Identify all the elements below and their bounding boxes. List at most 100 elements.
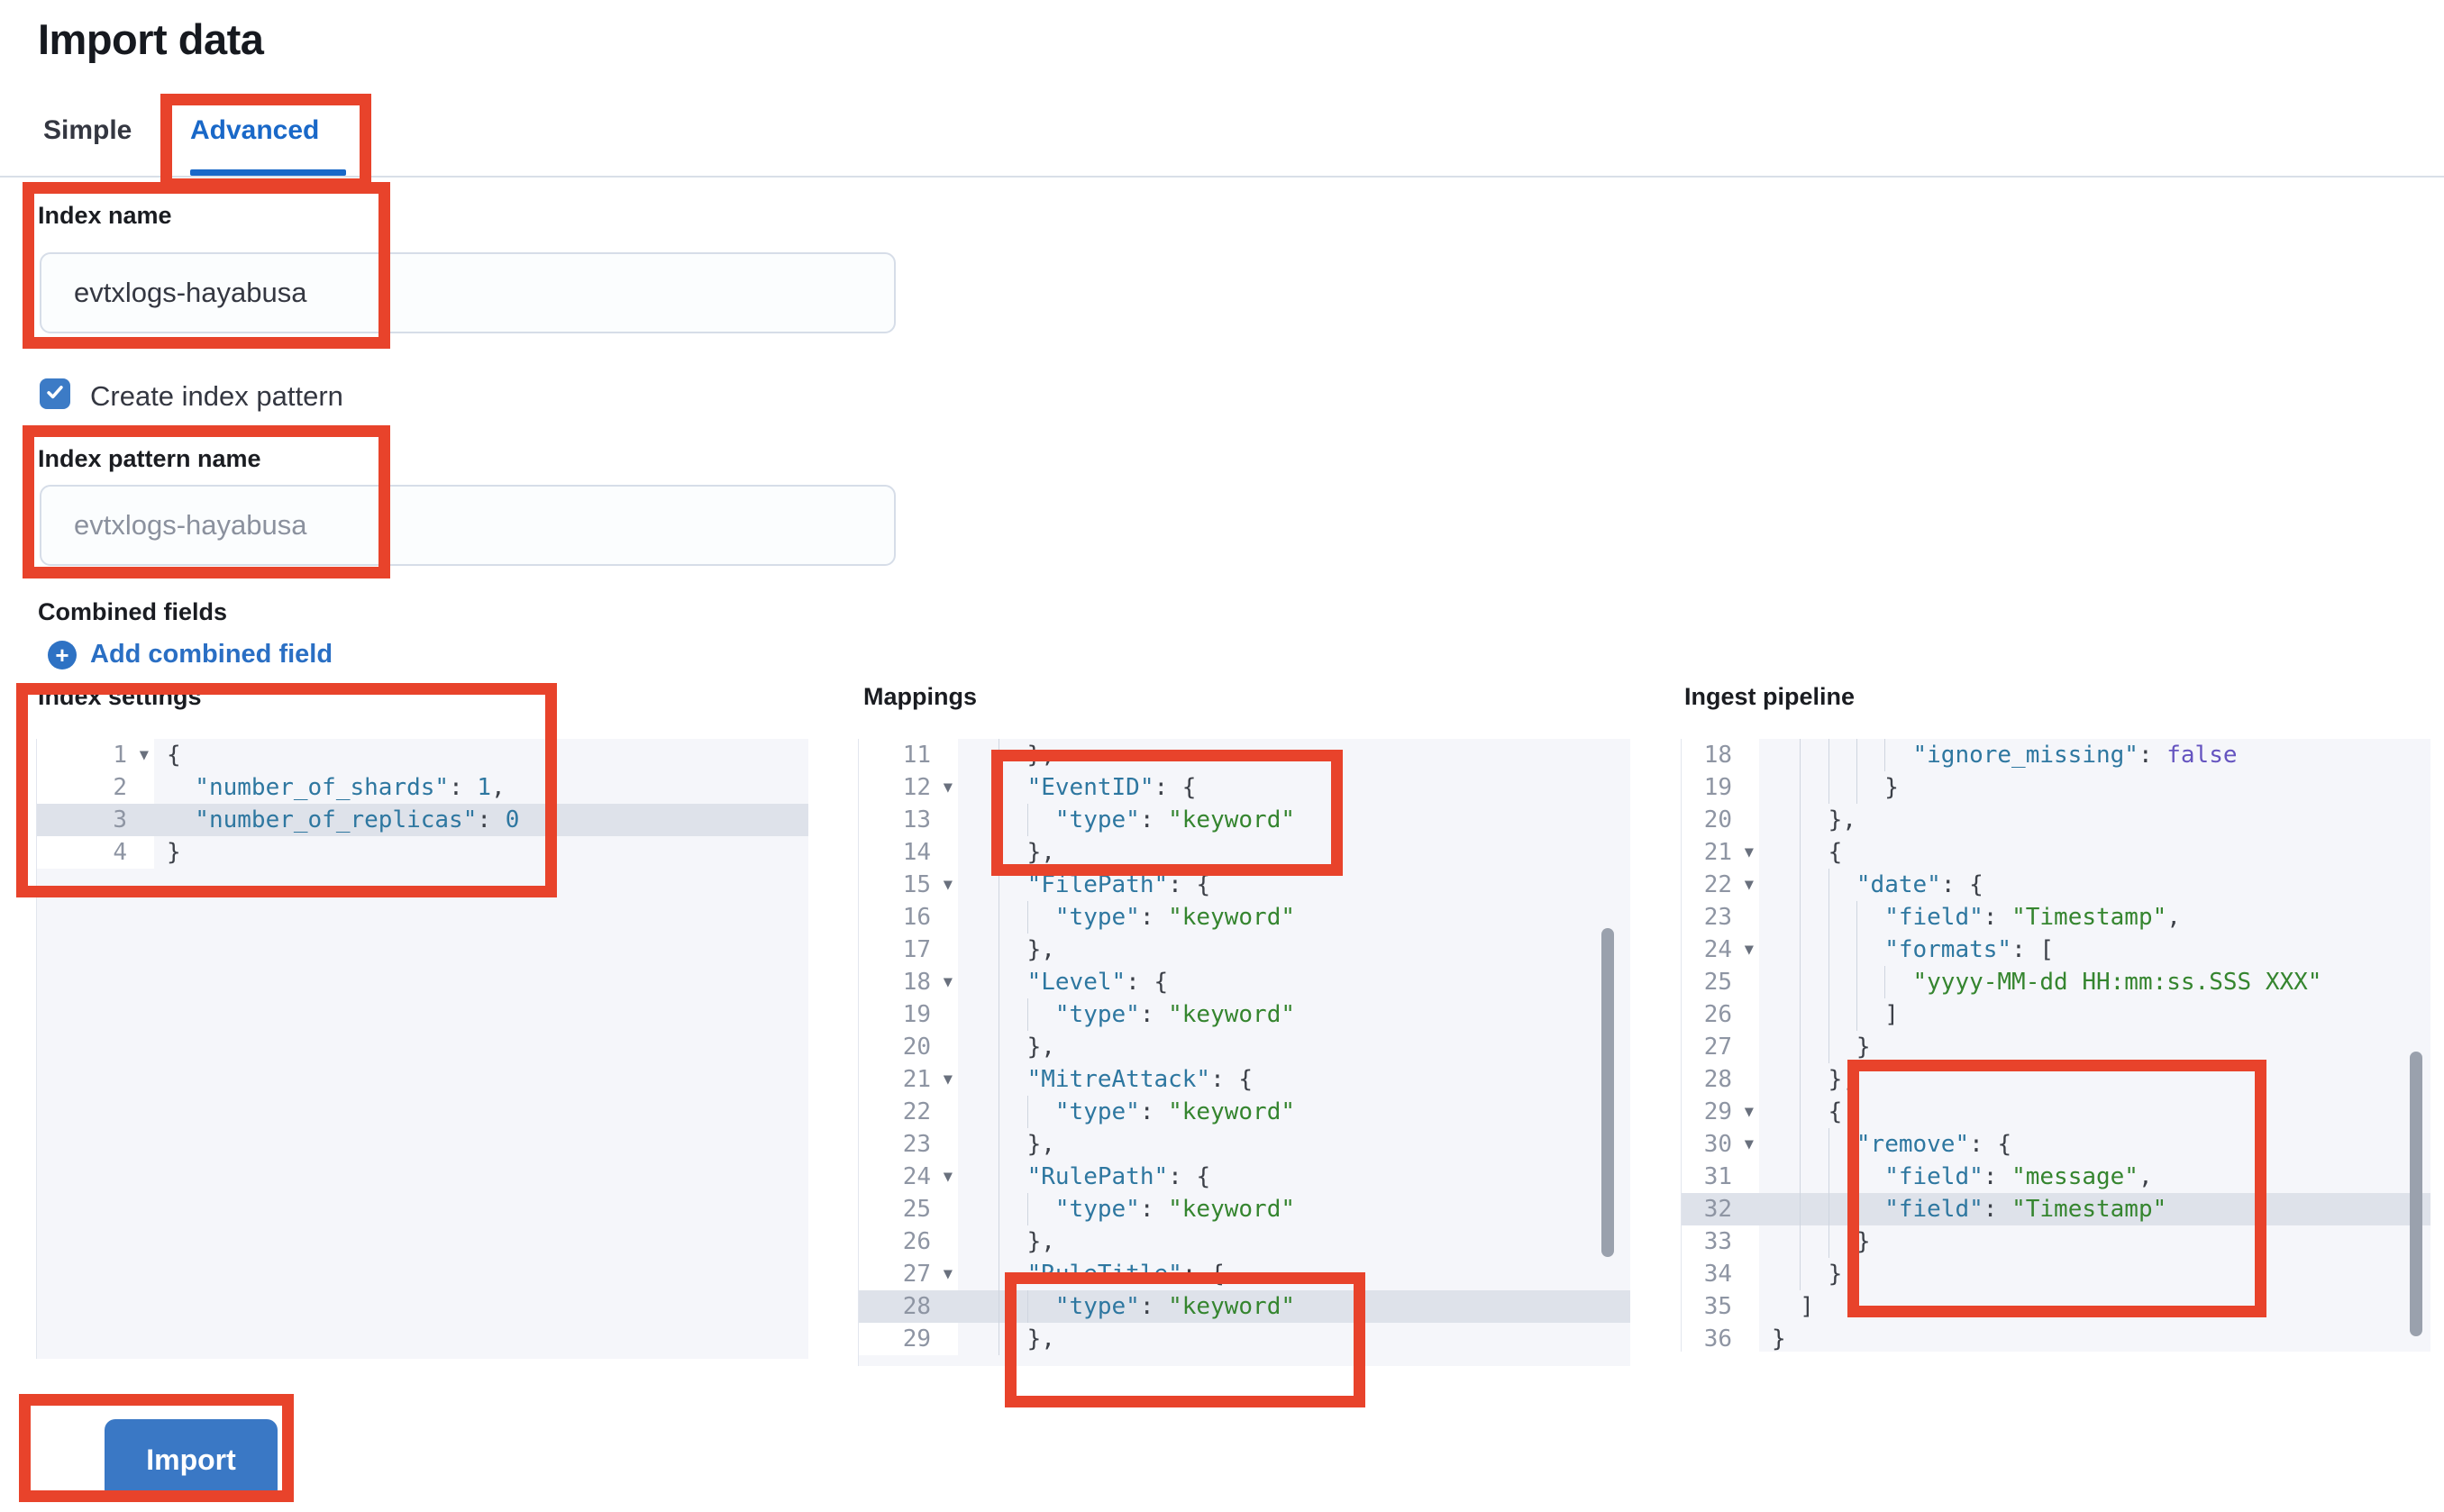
code-line-26[interactable]: 26}, bbox=[859, 1225, 1630, 1258]
code-token: "keyword" bbox=[1168, 904, 1296, 931]
line-number: 13 bbox=[859, 804, 958, 836]
code-line-20[interactable]: 20}, bbox=[859, 1031, 1630, 1063]
fold-arrow-icon[interactable]: ▼ bbox=[1744, 941, 1754, 959]
line-number[interactable]: 27▼ bbox=[859, 1258, 958, 1290]
mappings-editor[interactable]: 11},12▼"EventID": {13"type": "keyword"14… bbox=[858, 739, 1630, 1366]
fold-arrow-icon[interactable]: ▼ bbox=[943, 1168, 953, 1186]
fold-arrow-icon[interactable]: ▼ bbox=[943, 973, 953, 991]
code-line-4[interactable]: 4} bbox=[37, 836, 808, 869]
code-line-3[interactable]: 3"number_of_replicas": 0 bbox=[37, 804, 808, 836]
code-line-34[interactable]: 34} bbox=[1682, 1258, 2430, 1290]
indent-guide bbox=[1772, 934, 1800, 966]
index-pattern-name-input[interactable] bbox=[40, 485, 896, 566]
line-number[interactable]: 24▼ bbox=[859, 1161, 958, 1193]
line-number: 14 bbox=[859, 836, 958, 869]
code-line-36[interactable]: 36} bbox=[1682, 1323, 2430, 1352]
code-line-18[interactable]: 18"ignore_missing": false bbox=[1682, 739, 2430, 771]
code-line-32[interactable]: 32"field": "Timestamp" bbox=[1682, 1193, 2430, 1225]
code-line-15[interactable]: 15▼"FilePath": { bbox=[859, 869, 1630, 901]
code-line-30[interactable]: 30▼"remove": { bbox=[1682, 1128, 2430, 1161]
code-text: "date": { bbox=[1759, 869, 1983, 901]
line-number[interactable]: 1▼ bbox=[37, 739, 154, 771]
code-line-24[interactable]: 24▼"formats": [ bbox=[1682, 934, 2430, 966]
line-number[interactable]: 24▼ bbox=[1682, 934, 1759, 966]
code-line-12[interactable]: 12▼"EventID": { bbox=[859, 771, 1630, 804]
indent-guide bbox=[1800, 836, 1828, 869]
code-line-21[interactable]: 21▼"MitreAttack": { bbox=[859, 1063, 1630, 1096]
vertical-scrollbar-thumb[interactable] bbox=[1601, 928, 1614, 1257]
indent-guide bbox=[1772, 901, 1800, 934]
code-line-19[interactable]: 19"type": "keyword" bbox=[859, 998, 1630, 1031]
line-number[interactable]: 29▼ bbox=[1682, 1096, 1759, 1128]
code-line-26[interactable]: 26] bbox=[1682, 998, 2430, 1031]
code-line-33[interactable]: 33} bbox=[1682, 1225, 2430, 1258]
fold-arrow-icon[interactable]: ▼ bbox=[943, 876, 953, 894]
code-token: "type" bbox=[1054, 1001, 1140, 1028]
fold-arrow-icon[interactable]: ▼ bbox=[1744, 843, 1754, 861]
line-number[interactable]: 22▼ bbox=[1682, 869, 1759, 901]
code-line-22[interactable]: 22"type": "keyword" bbox=[859, 1096, 1630, 1128]
tab-advanced[interactable]: Advanced bbox=[190, 115, 320, 145]
indent-guide bbox=[1800, 771, 1828, 804]
indent-guide bbox=[1828, 998, 1856, 1031]
line-number[interactable]: 12▼ bbox=[859, 771, 958, 804]
code-line-11[interactable]: 11}, bbox=[859, 739, 1630, 771]
line-number[interactable]: 15▼ bbox=[859, 869, 958, 901]
code-line-20[interactable]: 20}, bbox=[1682, 804, 2430, 836]
code-line-2[interactable]: 2"number_of_shards": 1, bbox=[37, 771, 808, 804]
code-line-16[interactable]: 16"type": "keyword" bbox=[859, 901, 1630, 934]
code-line-22[interactable]: 22▼"date": { bbox=[1682, 869, 2430, 901]
fold-arrow-icon[interactable]: ▼ bbox=[1744, 1103, 1754, 1121]
code-line-27[interactable]: 27} bbox=[1682, 1031, 2430, 1063]
code-line-35[interactable]: 35] bbox=[1682, 1290, 2430, 1323]
indent-guide bbox=[971, 934, 999, 966]
code-token: : bbox=[1139, 1196, 1154, 1223]
line-number[interactable]: 18▼ bbox=[859, 966, 958, 998]
code-token: "type" bbox=[1054, 904, 1140, 931]
code-line-21[interactable]: 21▼{ bbox=[1682, 836, 2430, 869]
code-text: "type": "keyword" bbox=[958, 1290, 1295, 1323]
code-line-28[interactable]: 28}, bbox=[1682, 1063, 2430, 1096]
fold-arrow-icon[interactable]: ▼ bbox=[139, 746, 149, 764]
code-line-29[interactable]: 29▼{ bbox=[1682, 1096, 2430, 1128]
code-line-31[interactable]: 31"field": "message", bbox=[1682, 1161, 2430, 1193]
code-token: , bbox=[2138, 1163, 2153, 1190]
code-text: }, bbox=[958, 1128, 1055, 1161]
code-line-17[interactable]: 17}, bbox=[859, 934, 1630, 966]
line-number: 19 bbox=[1682, 771, 1759, 804]
code-line-28[interactable]: 28"type": "keyword" bbox=[859, 1290, 1630, 1323]
code-line-25[interactable]: 25"yyyy-MM-dd HH:mm:ss.SSS XXX" bbox=[1682, 966, 2430, 998]
code-line-29[interactable]: 29}, bbox=[859, 1323, 1630, 1355]
code-line-25[interactable]: 25"type": "keyword" bbox=[859, 1193, 1630, 1225]
fold-arrow-icon[interactable]: ▼ bbox=[1744, 1135, 1754, 1153]
line-number[interactable]: 30▼ bbox=[1682, 1128, 1759, 1161]
code-token: "RulePath" bbox=[1026, 1163, 1169, 1190]
index-settings-editor[interactable]: 1▼{2"number_of_shards": 1,3"number_of_re… bbox=[36, 739, 808, 1359]
code-line-13[interactable]: 13"type": "keyword" bbox=[859, 804, 1630, 836]
code-line-14[interactable]: 14}, bbox=[859, 836, 1630, 869]
line-number[interactable]: 21▼ bbox=[1682, 836, 1759, 869]
line-number[interactable]: 21▼ bbox=[859, 1063, 958, 1096]
code-token: "formats" bbox=[1884, 936, 2012, 963]
fold-arrow-icon[interactable]: ▼ bbox=[943, 779, 953, 797]
code-line-18[interactable]: 18▼"Level": { bbox=[859, 966, 1630, 998]
vertical-scrollbar-thumb[interactable] bbox=[2410, 1052, 2422, 1336]
import-button[interactable]: Import bbox=[105, 1419, 278, 1500]
indent-guide bbox=[999, 1258, 1026, 1290]
code-line-24[interactable]: 24▼"RulePath": { bbox=[859, 1161, 1630, 1193]
create-index-pattern-checkbox[interactable] bbox=[40, 378, 70, 409]
fold-arrow-icon[interactable]: ▼ bbox=[1744, 876, 1754, 894]
indent-guide bbox=[971, 1063, 999, 1096]
add-combined-field-link[interactable]: + Add combined field bbox=[48, 640, 333, 669]
tab-simple[interactable]: Simple bbox=[43, 115, 132, 145]
indent-guide bbox=[1800, 966, 1828, 998]
fold-arrow-icon[interactable]: ▼ bbox=[943, 1070, 953, 1088]
code-line-19[interactable]: 19} bbox=[1682, 771, 2430, 804]
code-line-27[interactable]: 27▼"RuleTitle": { bbox=[859, 1258, 1630, 1290]
code-line-23[interactable]: 23}, bbox=[859, 1128, 1630, 1161]
index-name-input[interactable] bbox=[40, 252, 896, 333]
fold-arrow-icon[interactable]: ▼ bbox=[943, 1265, 953, 1283]
code-line-1[interactable]: 1▼{ bbox=[37, 739, 808, 771]
code-line-23[interactable]: 23"field": "Timestamp", bbox=[1682, 901, 2430, 934]
